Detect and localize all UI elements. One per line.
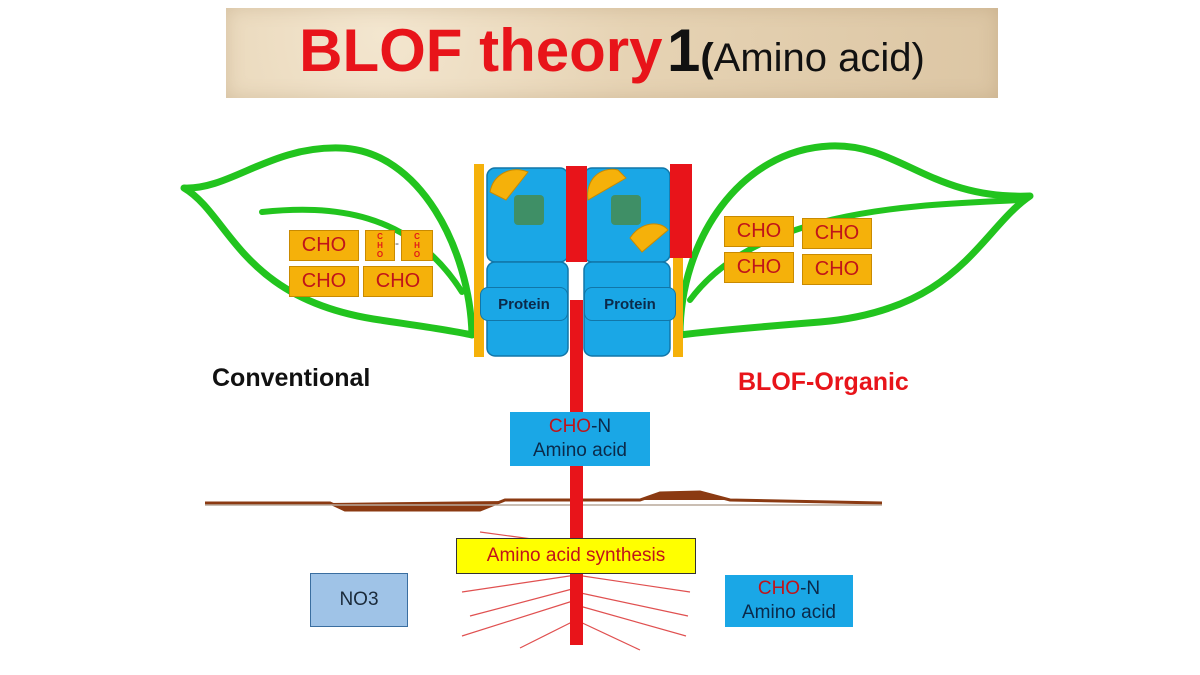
cho-box-left-3: CHO (363, 266, 433, 297)
right-leaf-vein (687, 197, 1023, 303)
chloroplast-right-bottom (629, 223, 669, 253)
no3-box: NO3 (310, 573, 408, 627)
stem-upper-bar (566, 166, 587, 262)
cho-small-left-2: C H O (401, 230, 433, 261)
cho-box-right-3: CHO (724, 252, 794, 283)
cell-wall-left (474, 164, 484, 357)
stem-amino-line2: Amino acid (533, 440, 627, 461)
cho-small-left-2-text: C H O (413, 232, 421, 259)
cho-box-right-1: CHO (724, 216, 794, 247)
stem-n-text: -N (591, 416, 612, 437)
stem-amino-acid-box: CHO-N Amino acid (510, 412, 650, 466)
root-cho-text: CHO (757, 578, 801, 599)
cho-box-right-2: CHO (802, 218, 872, 249)
root-amino-acid-box: CHO-N Amino acid (725, 575, 853, 627)
title-main: BLOF theory (299, 17, 663, 84)
root-n-text: -N (800, 578, 821, 599)
protein-right: Protein (584, 287, 676, 321)
protein-left: Protein (480, 287, 568, 321)
label-conventional: Conventional (212, 364, 371, 392)
stem-amino-line1: CHO-N (549, 415, 611, 439)
soil-mound (330, 492, 730, 511)
amino-acid-synthesis-box: Amino acid synthesis (456, 538, 696, 574)
right-red-bar (670, 164, 692, 258)
cho-box-left-1: CHO (289, 230, 359, 261)
title-open-paren: ( (700, 36, 714, 80)
stem-cho-text: CHO (548, 416, 592, 437)
cho-box-right-4: CHO (802, 254, 872, 285)
label-blof-organic: BLOF-Organic (738, 368, 909, 396)
cho-small-left-1-text: C H O (376, 232, 384, 259)
root-amino-line1: CHO-N (758, 577, 820, 601)
title-number: 1 (666, 17, 701, 84)
stem (570, 300, 583, 645)
soil-surface (205, 490, 883, 512)
nucleus-right (611, 195, 641, 225)
chloroplast-left (489, 169, 529, 201)
right-leaf (676, 142, 1034, 339)
root-amino-line2: Amino acid (742, 602, 836, 623)
cell-wall-right (673, 248, 683, 357)
cho-small-left-1: C H O (365, 230, 395, 261)
nucleus-left (514, 195, 544, 225)
left-leaf (180, 144, 476, 339)
cho-box-left-2: CHO (289, 266, 359, 297)
page-title: BLOF theory 1(Amino acid) (226, 16, 998, 85)
title-subtitle: Amino acid) (713, 36, 925, 80)
cho-separator: - (395, 236, 399, 250)
title-banner: BLOF theory 1(Amino acid) (226, 8, 998, 98)
chloroplast-right-top (587, 168, 627, 201)
left-leaf-vein (259, 206, 465, 295)
